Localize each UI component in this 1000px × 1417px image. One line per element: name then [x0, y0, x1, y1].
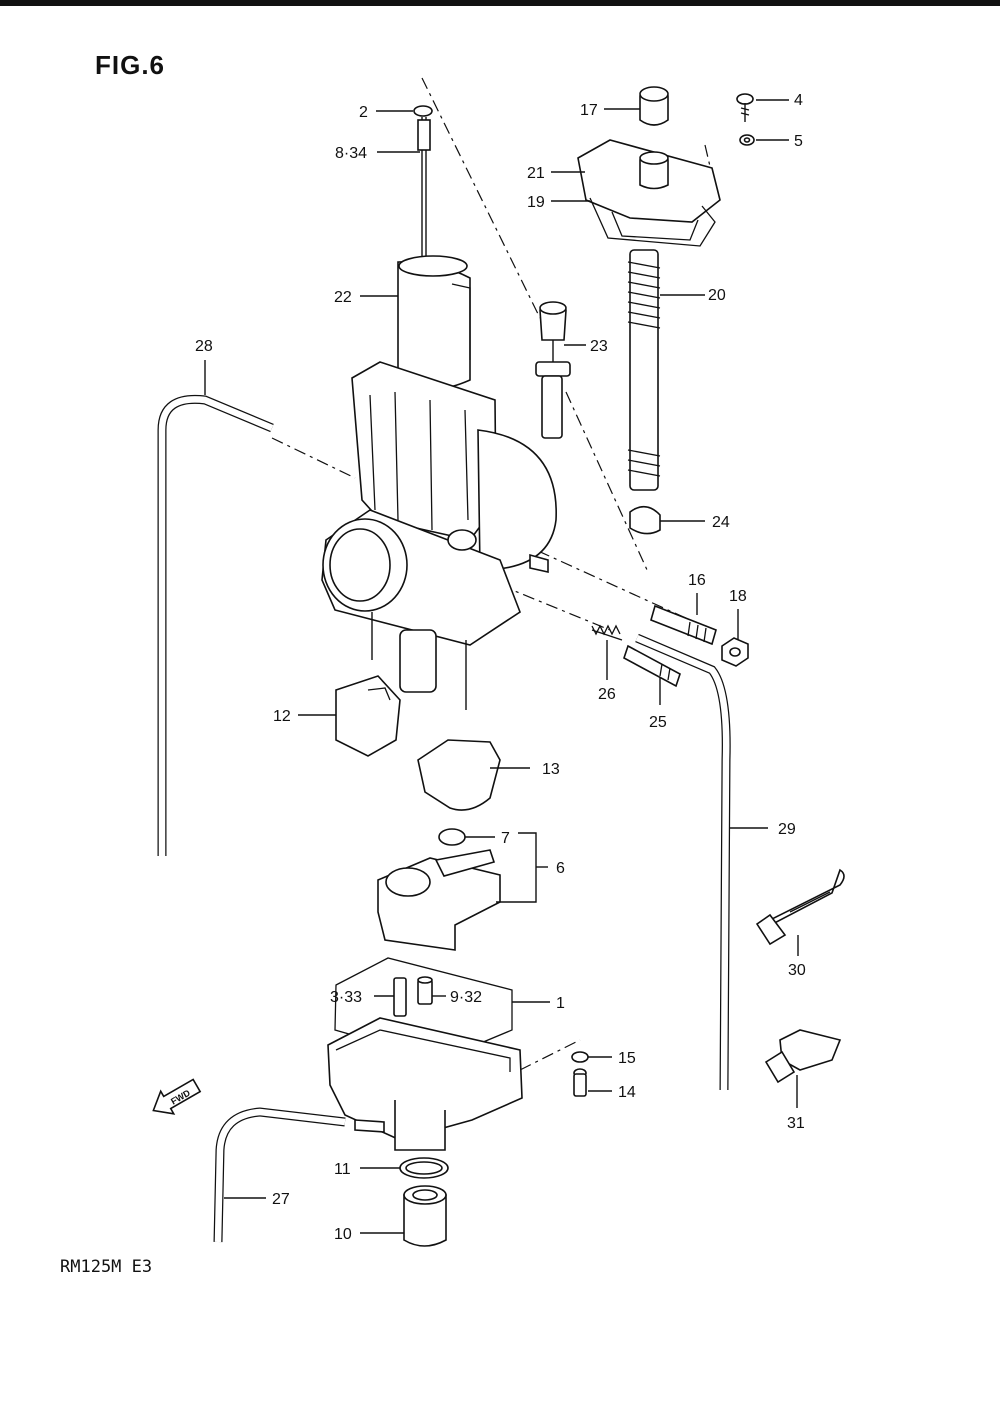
callout-30: 30 — [788, 962, 806, 979]
part-20-spring — [627, 249, 661, 491]
part-9-32-pilot-jet — [417, 976, 433, 1005]
leader-lines — [204, 99, 799, 1234]
callout-19: 19 — [527, 194, 545, 211]
callout-3-33: 3·33 — [330, 989, 362, 1006]
part-10-drain-plug — [403, 1185, 447, 1247]
callout-8-34: 8·34 — [335, 145, 367, 162]
part-4-screw — [736, 93, 754, 122]
model-code: RM125M E3 — [60, 1257, 153, 1277]
carburetor-body — [321, 361, 557, 710]
callout-9-32: 9·32 — [450, 989, 482, 1006]
callout-25: 25 — [649, 714, 667, 731]
part-31-clamp — [764, 1029, 842, 1084]
part-6-float — [377, 849, 501, 951]
part-18-nut — [721, 637, 749, 667]
part-29-vent-hose — [635, 633, 731, 1091]
callout-11: 11 — [334, 1161, 351, 1178]
callout-13: 13 — [542, 761, 560, 778]
part-12-cover — [335, 675, 401, 757]
callout-22: 22 — [334, 289, 352, 306]
callout-29: 29 — [778, 821, 796, 838]
part-21-top-cap — [577, 139, 721, 223]
callout-12: 12 — [273, 708, 291, 725]
callout-labels: 2 8·34 17 4 5 21 19 20 22 23 28 24 16 18… — [195, 92, 806, 1243]
top-border — [0, 0, 1000, 6]
callout-7: 7 — [501, 830, 510, 847]
callout-28: 28 — [195, 338, 213, 355]
part-22-throttle-valve — [397, 255, 471, 391]
callout-15: 15 — [618, 1050, 636, 1067]
part-14-screw — [573, 1068, 587, 1097]
callout-18: 18 — [729, 588, 747, 605]
part-28-overflow-hose — [157, 394, 274, 856]
part-2-clip — [413, 105, 433, 117]
callout-6: 6 — [556, 860, 565, 877]
part-17-cap — [639, 86, 669, 126]
part-8-34-jet-needle — [417, 117, 431, 272]
part-27-drain-hose — [213, 1107, 346, 1243]
callout-31: 31 — [787, 1115, 805, 1132]
part-24-spring-seat — [629, 505, 661, 535]
part-19-gasket — [589, 197, 716, 247]
callout-24: 24 — [712, 514, 730, 531]
part-25-air-screw — [623, 644, 681, 688]
part-1-gasket — [334, 957, 513, 1061]
part-5-washer — [739, 134, 755, 146]
part-23-starter-plunger — [535, 301, 571, 439]
part-7-o-ring — [438, 828, 466, 846]
part-13-cap — [417, 739, 501, 811]
callout-17: 17 — [580, 102, 598, 119]
callout-14: 14 — [618, 1084, 636, 1101]
callout-20: 20 — [708, 287, 726, 304]
callout-4: 4 — [794, 92, 803, 109]
callout-23: 23 — [590, 338, 608, 355]
part-3-33-main-jet — [393, 977, 407, 1017]
callout-16: 16 — [688, 572, 706, 589]
fwd-arrow: FWD — [152, 1078, 202, 1115]
callout-5: 5 — [794, 133, 803, 150]
part-30-clamp — [755, 868, 845, 946]
part-11-o-ring — [399, 1157, 449, 1179]
part-26-spring — [591, 624, 623, 641]
callout-21: 21 — [527, 165, 545, 182]
callout-1: 1 — [556, 995, 565, 1012]
callout-26: 26 — [598, 686, 616, 703]
float-chamber — [327, 1017, 523, 1151]
part-15-washer — [571, 1051, 589, 1063]
callout-10: 10 — [334, 1226, 352, 1243]
callout-27: 27 — [272, 1191, 290, 1208]
callout-2: 2 — [359, 104, 368, 121]
part-16-bolt — [650, 604, 717, 646]
figure-title: FIG.6 — [95, 50, 166, 80]
